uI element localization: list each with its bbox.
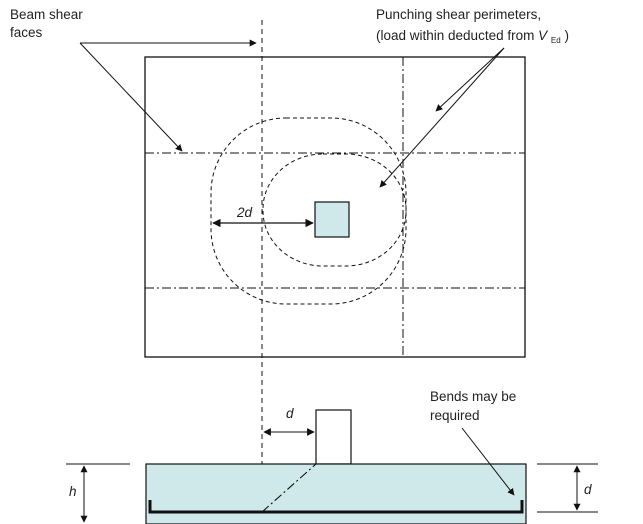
dim-2d-label: 2d — [236, 205, 253, 220]
column-plan — [314, 201, 350, 238]
footing-plan-outline — [144, 56, 526, 358]
punching-label-var: V — [538, 28, 549, 43]
dim-d-section-label: d — [286, 406, 294, 421]
bends-label-line1: Bends may be — [430, 389, 516, 404]
section-view: d h d Bends may be required — [66, 389, 598, 524]
bends-leader — [461, 427, 515, 496]
punching-label-sub: Ed — [551, 36, 561, 45]
column-section — [315, 409, 352, 465]
punching-label-prefix: (load within deducted from — [376, 28, 538, 43]
punching-label-line2: (load within deducted from V Ed ) — [376, 28, 569, 46]
punching-label-line1: Punching shear perimeters, — [376, 7, 541, 22]
outer-punching-perimeter — [210, 117, 407, 305]
inner-punching-perimeter — [262, 153, 407, 267]
punching-shear-line — [261, 463, 317, 513]
dim-h-label: h — [69, 484, 77, 499]
footing-section — [145, 463, 527, 524]
punching-leader-1 — [379, 47, 505, 188]
punching-leader-2 — [435, 47, 505, 112]
bends-label-line2: required — [430, 408, 480, 423]
reinforcement-bar — [148, 500, 524, 514]
punching-label-suffix: ) — [564, 28, 569, 43]
plan-view: 2d Beam shear faces Punching shear perim… — [10, 7, 569, 500]
dim-d-right-label: d — [584, 482, 592, 497]
beam-shear-label-line2: faces — [10, 25, 43, 40]
beam-shear-label-line1: Beam shear — [10, 7, 83, 22]
beam-shear-leader-2 — [79, 42, 183, 152]
